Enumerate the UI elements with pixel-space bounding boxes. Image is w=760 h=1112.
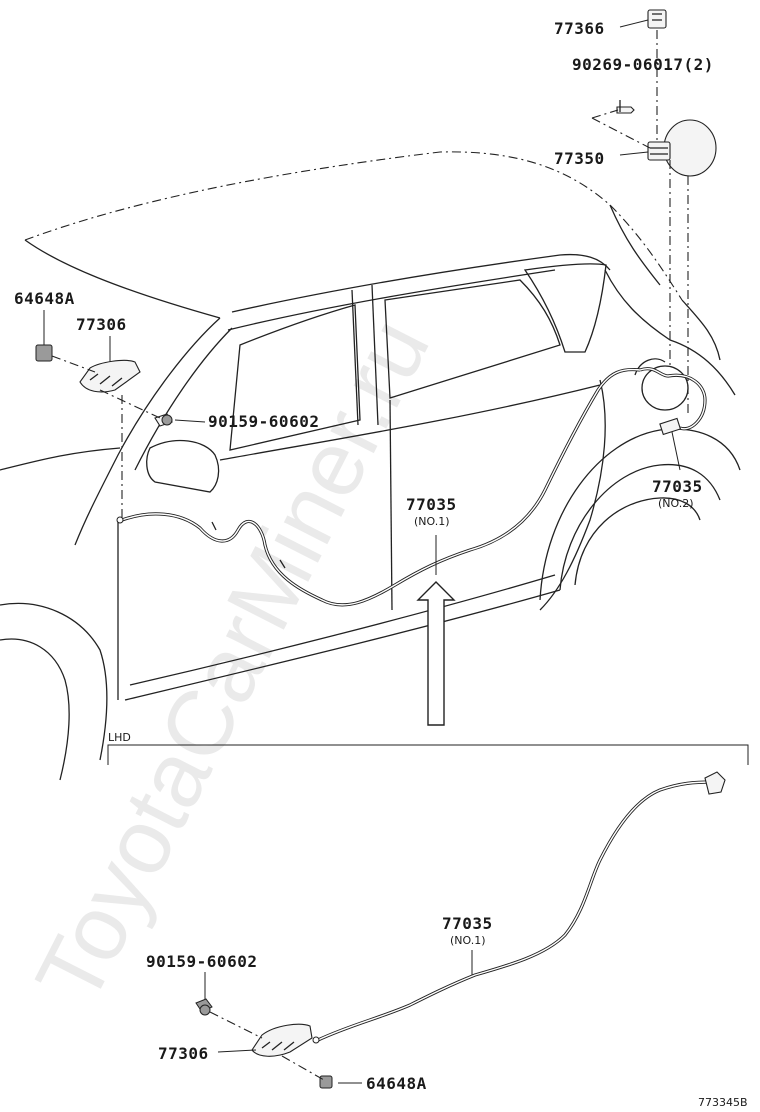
callout-77035-no2: 77035 (652, 477, 703, 496)
callout-77306-upper: 77306 (76, 315, 127, 334)
callout-77035-no2-sub: (NO.2) (658, 497, 694, 510)
section-label-lhd: LHD (108, 731, 131, 744)
lhd-bracket (107, 744, 749, 765)
fuel-opener-cable-upper (116, 367, 707, 607)
leaders-upper (43, 19, 681, 575)
callout-90269-06017: 90269-06017(2) (572, 55, 714, 74)
fuel-lid-assembly (591, 9, 717, 415)
car-body-outline (0, 151, 741, 781)
callout-77035-no1-upper-sub: (NO.1) (414, 515, 450, 528)
leaders-lower (204, 950, 473, 1084)
side-mirror (146, 439, 220, 493)
callout-77035-no1-upper: 77035 (406, 495, 457, 514)
callout-77035-no1-lower: 77035 (442, 914, 493, 933)
callout-90159-60602-lower: 90159-60602 (146, 952, 257, 971)
fuel-opener-cable-lower (312, 771, 726, 1044)
callout-77306-lower: 77306 (158, 1044, 209, 1063)
lever-assembly-lower (195, 998, 333, 1089)
callout-77366: 77366 (554, 19, 605, 38)
view-arrow (416, 581, 456, 726)
callout-77350: 77350 (554, 149, 605, 168)
callout-77035-no1-lower-sub: (NO.1) (450, 934, 486, 947)
diagram-reference-id: 773345B (698, 1096, 748, 1109)
callout-64648a-upper: 64648A (14, 289, 75, 308)
callout-90159-60602-upper: 90159-60602 (208, 412, 319, 431)
callout-64648a-lower: 64648A (366, 1074, 427, 1093)
lever-assembly-upper (35, 344, 173, 520)
